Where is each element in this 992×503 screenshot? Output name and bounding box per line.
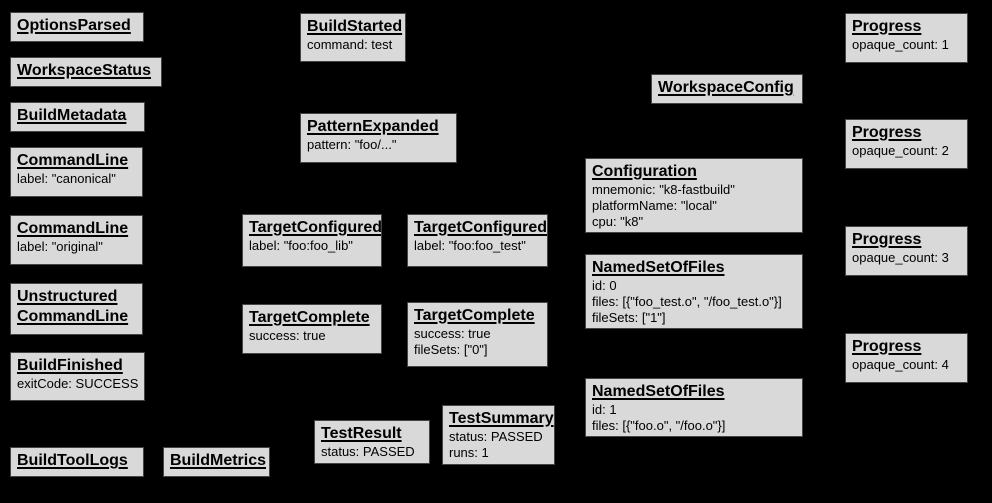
event-node-detail: label: "original" bbox=[17, 239, 103, 254]
event-node-command-line-original: CommandLine label: "original" bbox=[10, 215, 143, 265]
event-node-workspace-status: WorkspaceStatus bbox=[10, 57, 162, 87]
event-node-title: NamedSetOfFiles bbox=[592, 259, 725, 276]
event-node-detail: cpu: "k8" bbox=[592, 214, 644, 229]
event-node-detail: files: [{"foo.o", "/foo.o"}] bbox=[592, 418, 726, 433]
event-node-detail: status: PASSED bbox=[321, 444, 415, 459]
event-node-test-result: TestResult status: PASSED bbox=[314, 420, 430, 464]
event-node-detail: mnemonic: "k8-fastbuild" bbox=[592, 182, 735, 197]
event-node-detail: command: test bbox=[307, 37, 393, 52]
event-node-progress-2: Progress opaque_count: 2 bbox=[845, 119, 968, 169]
event-node-title: TargetConfigured bbox=[414, 219, 548, 236]
event-node-title: WorkspaceStatus bbox=[17, 62, 151, 79]
event-node-detail: files: [{"foo_test.o", "/foo_test.o"}] bbox=[592, 294, 782, 309]
event-node-title: TargetConfigured bbox=[249, 219, 382, 236]
event-node-detail: opaque_count: 3 bbox=[852, 250, 949, 265]
event-node-detail: opaque_count: 2 bbox=[852, 143, 949, 158]
event-node-title: BuildFinished bbox=[17, 357, 123, 374]
event-node-title: BuildMetadata bbox=[17, 107, 127, 124]
event-node-detail: id: 0 bbox=[592, 278, 617, 293]
event-node-title: Progress bbox=[852, 338, 922, 355]
event-node-title: Progress bbox=[852, 231, 922, 248]
event-node-title: BuildToolLogs bbox=[17, 452, 128, 469]
event-node-build-finished: BuildFinished exitCode: SUCCESS bbox=[10, 352, 145, 401]
event-node-title: Progress bbox=[852, 18, 922, 35]
event-node-detail: label: "foo:foo_test" bbox=[414, 238, 526, 253]
event-node-build-metrics: BuildMetrics bbox=[163, 447, 270, 477]
event-node-title: PatternExpanded bbox=[307, 118, 439, 135]
event-node-options-parsed: OptionsParsed bbox=[10, 12, 144, 42]
event-node-title: BuildMetrics bbox=[170, 452, 267, 469]
event-node-build-tool-logs: BuildToolLogs bbox=[10, 447, 144, 477]
event-node-target-configured-foo-lib: TargetConfigured label: "foo:foo_lib" bbox=[242, 214, 382, 267]
event-node-detail: runs: 1 bbox=[449, 445, 489, 460]
event-node-pattern-expanded: PatternExpanded pattern: "foo/..." bbox=[300, 113, 457, 163]
event-node-title: CommandLine bbox=[17, 152, 129, 169]
event-node-title: NamedSetOfFiles bbox=[592, 383, 725, 400]
event-node-detail: pattern: "foo/..." bbox=[307, 137, 397, 152]
event-node-detail: status: PASSED bbox=[449, 429, 543, 444]
event-node-progress-3: Progress opaque_count: 3 bbox=[845, 226, 968, 276]
event-node-command-line-canonical: CommandLine label: "canonical" bbox=[10, 147, 143, 197]
event-node-title: CommandLine bbox=[17, 220, 129, 237]
event-node-detail: opaque_count: 4 bbox=[852, 357, 949, 372]
event-node-detail: opaque_count: 1 bbox=[852, 37, 949, 52]
event-node-progress-1: Progress opaque_count: 1 bbox=[845, 13, 968, 63]
event-node-target-configured-foo-test: TargetConfigured label: "foo:foo_test" bbox=[407, 214, 548, 267]
event-node-progress-4: Progress opaque_count: 4 bbox=[845, 333, 968, 383]
event-node-workspace-config: WorkspaceConfig bbox=[651, 74, 803, 104]
event-node-title: Configuration bbox=[592, 163, 697, 180]
event-node-detail: fileSets: ["0"] bbox=[414, 342, 488, 357]
event-node-detail: platformName: "local" bbox=[592, 198, 717, 213]
event-node-build-metadata: BuildMetadata bbox=[10, 102, 145, 132]
event-node-title: BuildStarted bbox=[307, 18, 403, 35]
event-node-detail: fileSets: ["1"] bbox=[592, 310, 666, 325]
event-node-title: Progress bbox=[852, 124, 922, 141]
event-node-title: TestSummary bbox=[449, 410, 554, 427]
event-node-title: WorkspaceConfig bbox=[658, 79, 794, 96]
event-node-title: Unstructured bbox=[17, 288, 118, 305]
event-node-target-complete-lib: TargetComplete success: true bbox=[242, 304, 382, 354]
event-node-title: TargetComplete bbox=[414, 307, 535, 324]
event-node-title: TestResult bbox=[321, 425, 402, 442]
event-node-title: CommandLine bbox=[17, 308, 129, 325]
event-node-title: OptionsParsed bbox=[17, 17, 131, 34]
event-node-configuration: Configuration mnemonic: "k8-fastbuild"pla… bbox=[585, 158, 803, 233]
event-node-detail: label: "foo:foo_lib" bbox=[249, 238, 353, 253]
event-node-detail: id: 1 bbox=[592, 402, 617, 417]
event-node-title: TargetComplete bbox=[249, 309, 370, 326]
event-node-detail: success: true bbox=[249, 328, 326, 343]
event-node-detail: exitCode: SUCCESS bbox=[17, 376, 139, 391]
event-node-detail: success: true bbox=[414, 326, 491, 341]
event-node-detail: label: "canonical" bbox=[17, 171, 116, 186]
event-node-build-started: BuildStarted command: test bbox=[300, 13, 406, 62]
